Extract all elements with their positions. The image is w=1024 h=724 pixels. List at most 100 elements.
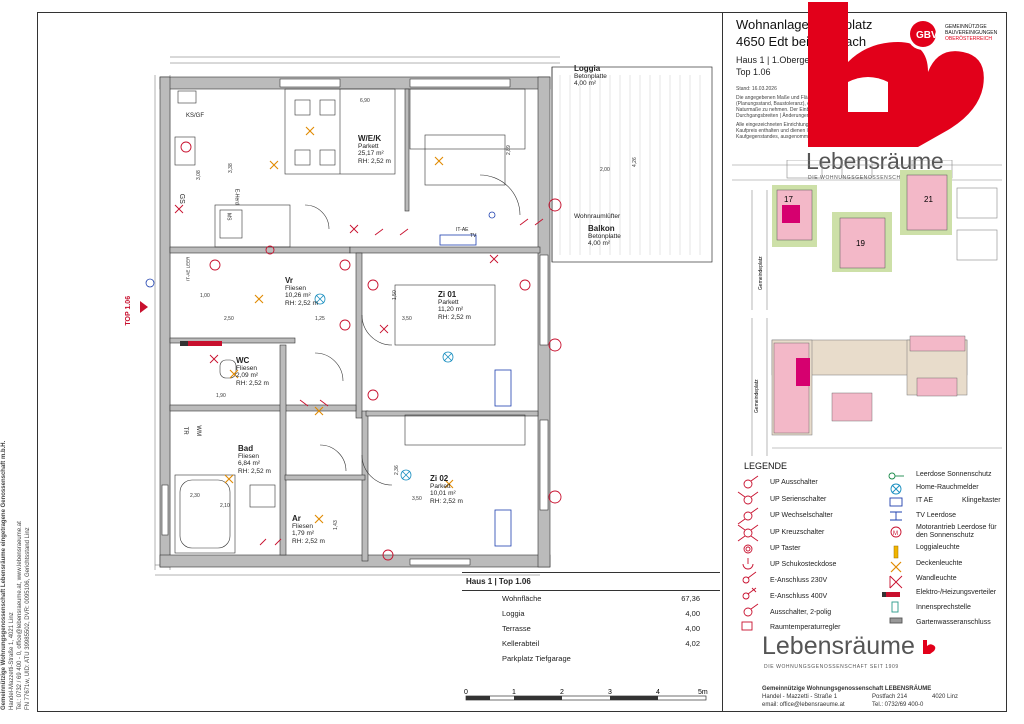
toggle-switch-icon (743, 511, 753, 521)
loggia-area: 4,00 m² (574, 80, 597, 87)
legend-item: UP Taster (770, 545, 801, 552)
switch-icon (743, 479, 753, 489)
scale-tick: 3 (608, 689, 612, 696)
footer-brand-text: Lebensräume (762, 632, 915, 660)
side-line-3: Tel.: 0732 / 69 400 - 0, office@lebensra… (17, 521, 23, 710)
legend-item: Deckenleuchte (916, 560, 963, 567)
area-value: 4,02 (685, 639, 700, 648)
tv-label: TV (470, 233, 477, 239)
dim-label: 2,50 (224, 316, 234, 322)
tr-label: TR (181, 426, 188, 435)
room-wc-label: WC Fliesen 2,09 m² RH: 2,52 m (236, 357, 269, 387)
legend-symbols-right: M (882, 472, 904, 624)
room-zi01-label: Zi 01 Parkett 11,20 m² RH: 2,52 m (438, 291, 471, 321)
ks-gf-label: KS/GF (186, 113, 205, 119)
room-zi02-label: Zi 02 Parkett 10,01 m² RH: 2,52 m (430, 475, 463, 505)
ms-label: MS (225, 213, 232, 221)
legend-item: UP Schukosteckdose (770, 561, 837, 568)
ceiling-light-icon (890, 561, 902, 573)
svg-text:GBV: GBV (916, 30, 938, 41)
site-map: 17 21 19 Gemeindeplatz (732, 159, 1002, 310)
room-floor: Fliesen (236, 364, 257, 372)
svg-text:M: M (893, 531, 898, 537)
disclaimer-2: Alle eingezeichneten Einrichtungsgegenst… (736, 122, 877, 140)
dim-label: 2,00 (600, 167, 610, 173)
company-side-text: Gemeinnützige Wohnungsgenossenschaft Leb… (0, 350, 32, 710)
legend-title: LEGENDE (744, 461, 788, 471)
legend-item: UP Wechselschalter (770, 512, 833, 519)
legend-item: Wandleuchte (916, 575, 957, 582)
gbv-line3: OBERÖSTERREICH (945, 36, 992, 42)
room-floor: Parkett (430, 482, 451, 490)
loggia-floor: Betonplatte (574, 72, 607, 80)
table-row: Wohnfläche 67,36 (462, 591, 720, 606)
area-label: Parkplatz Tiefgarage (502, 654, 571, 663)
scale-tick: 0 (464, 689, 468, 696)
legend-item: TV Leerdose (916, 512, 957, 519)
balkon-name: Balkon (588, 224, 615, 233)
scale-tick: 1 (512, 689, 516, 696)
side-line-2: Handel-Mazzetti-Straße 1, 4021 Linz (9, 612, 15, 710)
wm-label: WM (195, 425, 202, 437)
dim-label: 4,26 (632, 157, 638, 167)
footer-postfach: Postfach 214 (872, 694, 908, 700)
legend-symbols-left (737, 475, 759, 631)
room-height: RH: 2,52 m (358, 157, 391, 165)
garden-water-icon (889, 617, 903, 624)
footer-company: Gemeinnützige Wohnungsgenossenschaft LEB… (762, 686, 932, 692)
legend-item: Gartenwasseranschluss (916, 619, 991, 626)
footer-city: 4020 Linz (932, 694, 959, 700)
room-name: Zi 02 (430, 474, 449, 483)
room-name: Vr (285, 276, 294, 285)
footer-address-line1: Handel - Mazzetti - Straße 1 Postfach 21… (762, 693, 1002, 701)
room-height: RH: 2,52 m (238, 467, 271, 475)
legend-item: UP Kreuzschalter (770, 529, 825, 536)
room-floor: Fliesen (238, 452, 259, 460)
legend-item: Leerdose Sonnenschutz (916, 471, 992, 478)
legend-item: Elektro-/Heizungsverteiler (916, 589, 997, 596)
motor-icon (890, 526, 902, 538)
dim-label: 1,43 (333, 520, 339, 530)
area-label: Wohnfläche (502, 594, 542, 603)
floor-overview-map: Gemeindeplatz (732, 318, 1002, 456)
distribution-board-icon (886, 592, 900, 597)
floor-plan-drawing: 6,90 3,38 3,08 2,50 1,25 3,50 3,50 1,90 … (140, 56, 713, 576)
footer-brand: Lebensräume (762, 632, 938, 661)
room-name: Ar (292, 514, 301, 523)
legend-item: UP Ausschalter (770, 479, 818, 486)
scale-tick: 2 (560, 689, 564, 696)
thermostat-icon (741, 621, 753, 631)
area-label: Terrasse (502, 624, 531, 633)
side-line-1: Gemeinnützige Wohnungsgenossenschaft Leb… (1, 440, 7, 710)
dim-label: 3,50 (402, 316, 412, 322)
area-label: Kellerabteil (502, 639, 540, 648)
scale-tick: 4 (656, 689, 660, 696)
dim-label: 1,00 (200, 293, 210, 299)
gbv-line1: GEMEINNÜTZIGE (945, 24, 987, 30)
street-label: Gemeindeplatz (754, 379, 760, 413)
legend-item: Klingeltaster (962, 497, 1001, 504)
dim-label: 1,25 (315, 316, 325, 322)
building-label: 17 (784, 195, 793, 204)
disclaimer: Stand: 16.03.2026 Die angegebenen Maße u… (736, 86, 1006, 140)
area-table: Haus 1 | Top 1.06 Wohnfläche 67,36 Loggi… (462, 572, 720, 666)
legend-item: IT AE (916, 497, 933, 504)
smoke-detector-icon (890, 483, 902, 495)
building-label: 19 (856, 239, 865, 248)
heart-logo-icon: GBV (808, 2, 984, 147)
loggia-label: Loggia Betonplatte 4,00 m² (574, 65, 607, 88)
loggia-light-icon (893, 545, 899, 559)
balkon-area: 4,00 m² (588, 240, 611, 247)
room-area: 2,09 m² (236, 372, 259, 379)
tv-socket-icon (890, 511, 902, 521)
room-area: 10,01 m² (430, 490, 456, 497)
dim-label: 2,89 (506, 145, 512, 155)
legend-item: Innensprechstelle (916, 604, 971, 611)
side-line-4: FN 77671w, UID: ATU 39985502, DVR: 00951… (25, 527, 31, 710)
footer-email: email: office@lebensraeume.at (762, 702, 845, 708)
legend-item: Raumtemperaturregler (770, 624, 841, 631)
dim-label: 3,38 (228, 163, 234, 173)
room-name: Bad (238, 444, 254, 453)
footer-tel: Tel.: 0732/69 400-0 (872, 702, 924, 708)
project-subtitle: Haus 1 | 1.Obergeschoss Top 1.06 (736, 54, 837, 78)
